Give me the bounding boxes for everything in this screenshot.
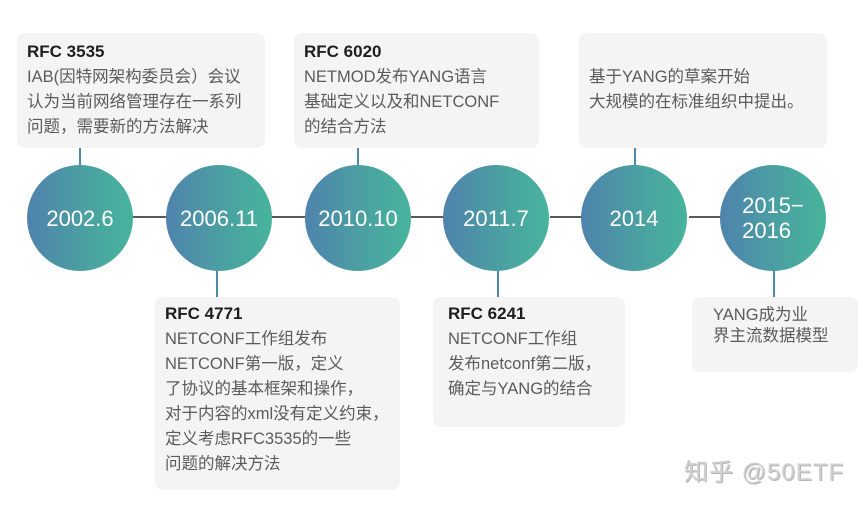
date-node-2014: 2014 — [581, 165, 687, 271]
event-card-rfc6241: RFC 6241 NETCONF工作组 发布netconf第二版， 确定与YAN… — [433, 297, 625, 427]
event-text: 基于YANG的草案开始 — [589, 68, 751, 86]
timeline-connector — [272, 216, 312, 218]
event-text: 问题的解决方法 — [165, 455, 281, 473]
event-text: 发布netconf第二版， — [448, 355, 602, 373]
event-title: RFC 6020 — [304, 42, 382, 61]
date-node-2011: 2011.7 — [443, 165, 549, 271]
date-label: 2011.7 — [463, 205, 529, 231]
event-card-rfc3535: RFC 3535 IAB(因特网架构委员会）会议 认为当前网络管理存在一系列 问… — [17, 33, 265, 148]
event-text: IAB(因特网架构委员会）会议 — [27, 68, 241, 86]
timeline-connector — [133, 216, 173, 218]
timeline-connector — [411, 216, 451, 218]
date-label-line1: 2015− — [742, 193, 804, 218]
event-text: NETMOD发布YANG语言 — [304, 68, 488, 86]
timeline-connector — [550, 216, 590, 218]
event-text: 大规模的在标准组织中提出。 — [589, 93, 804, 111]
stem-2011 — [497, 270, 499, 298]
stem-2002 — [79, 148, 81, 166]
event-text: 的结合方法 — [304, 118, 387, 136]
stem-2014 — [634, 148, 636, 166]
date-label: 2010.10 — [318, 205, 398, 231]
watermark: 知乎 @50ETF — [684, 459, 845, 486]
event-title: RFC 4771 — [165, 304, 243, 323]
timeline-connector — [689, 216, 729, 218]
event-text: NETCONF工作组发布 — [165, 330, 328, 348]
date-node-2015-2016: 2015− 2016 — [720, 165, 826, 271]
event-title: RFC 3535 — [27, 42, 105, 61]
event-card-2015: YANG成为业 界主流数据模型 — [692, 297, 858, 372]
event-card-2014: 基于YANG的草案开始 大规模的在标准组织中提出。 — [579, 33, 827, 148]
event-card-rfc6020: RFC 6020 NETMOD发布YANG语言 基础定义以及和NETCONF 的… — [294, 33, 539, 148]
event-text: 界主流数据模型 — [713, 327, 829, 345]
date-label: 2002.6 — [46, 205, 114, 231]
date-label: 2014 — [609, 205, 659, 231]
stem-2015 — [773, 270, 775, 298]
event-text: YANG成为业 — [713, 306, 809, 324]
date-node-2010: 2010.10 — [305, 165, 411, 271]
event-text: NETCONF工作组 — [448, 330, 578, 348]
event-card-rfc4771: RFC 4771 NETCONF工作组发布 NETCONF第一版，定义 了协议的… — [155, 297, 400, 490]
event-text: NETCONF第一版，定义 — [165, 355, 344, 373]
event-text: 确定与YANG的结合 — [448, 380, 593, 398]
date-node-2006: 2006.11 — [166, 165, 272, 271]
event-text: 基础定义以及和NETCONF — [304, 93, 500, 111]
event-text: 认为当前网络管理存在一系列 — [27, 93, 242, 111]
stem-2010 — [357, 148, 359, 166]
event-text: 问题，需要新的方法解决 — [27, 118, 209, 136]
date-node-2002: 2002.6 — [27, 165, 133, 271]
event-text: 了协议的基本框架和操作， — [165, 380, 363, 398]
date-label-line2: 2016 — [742, 218, 792, 243]
stem-2006 — [216, 270, 218, 298]
event-text: 定义考虑RFC3535的一些 — [165, 430, 352, 448]
event-title: RFC 6241 — [448, 304, 526, 323]
date-label: 2006.11 — [180, 205, 258, 231]
event-text: 对于内容的xml没有定义约束， — [165, 405, 389, 423]
